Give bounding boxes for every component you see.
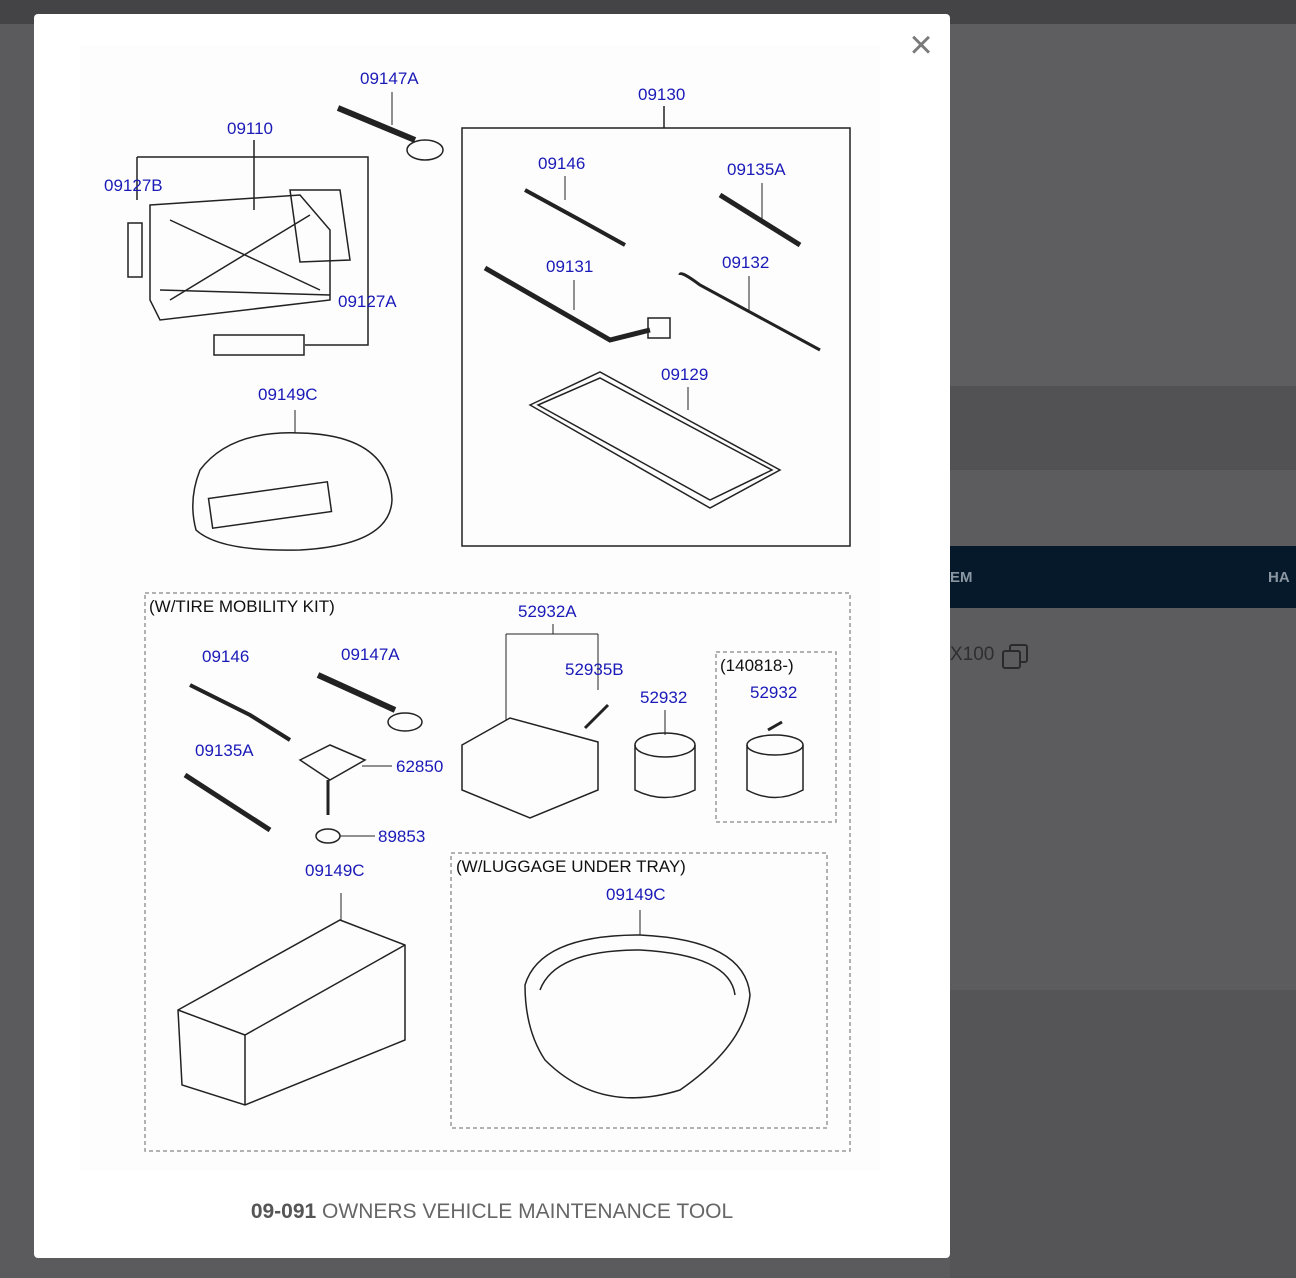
- part-label[interactable]: 09147A: [360, 69, 419, 88]
- part-label[interactable]: 52932: [750, 683, 798, 702]
- part-label[interactable]: 09147A: [341, 645, 400, 664]
- part-label[interactable]: 09146: [202, 647, 250, 666]
- part-label[interactable]: 09127A: [338, 292, 397, 311]
- part-label[interactable]: 09149C: [258, 385, 318, 404]
- column-header: EM: [950, 569, 973, 586]
- part-label[interactable]: 09131: [546, 257, 594, 276]
- image-modal: ×: [34, 14, 950, 1258]
- background-panel: [950, 990, 1296, 1278]
- part-label[interactable]: 09149C: [305, 861, 365, 880]
- column-header: HA: [1268, 569, 1290, 586]
- table-cell: X100: [950, 644, 1029, 669]
- caption-title: OWNERS VEHICLE MAINTENANCE TOOL: [322, 1200, 734, 1223]
- background-band: [950, 386, 1296, 470]
- part-label[interactable]: 89853: [378, 827, 426, 846]
- part-label[interactable]: 09132: [722, 253, 770, 272]
- part-label[interactable]: 09135A: [727, 160, 786, 179]
- section-note: (W/LUGGAGE UNDER TRAY): [456, 857, 686, 876]
- parts-diagram: 09147A 09110 09130 09127B 09146 09135A 0…: [80, 45, 880, 1171]
- background-panel: [950, 24, 1296, 386]
- part-label[interactable]: 09130: [638, 85, 686, 104]
- diagram-caption: 09-091 OWNERS VEHICLE MAINTENANCE TOOL: [34, 1200, 950, 1224]
- section-note: (140818-): [720, 656, 794, 675]
- part-label[interactable]: 09110: [227, 119, 274, 138]
- part-label[interactable]: 09146: [538, 154, 586, 173]
- section-note: (W/TIRE MOBILITY KIT): [149, 597, 335, 616]
- part-label[interactable]: 09127B: [104, 176, 163, 195]
- part-label[interactable]: 09149C: [606, 885, 666, 904]
- background-band: [950, 470, 1296, 546]
- table-header: EM HA: [950, 546, 1296, 608]
- part-label[interactable]: 09129: [661, 365, 709, 384]
- part-number-value: X100: [950, 644, 995, 665]
- table-body: X100: [950, 608, 1296, 990]
- part-label[interactable]: 52935B: [565, 660, 624, 679]
- close-button[interactable]: ×: [909, 23, 933, 67]
- caption-code: 09-091: [250, 1200, 317, 1223]
- part-label[interactable]: 52932: [640, 688, 688, 707]
- copy-icon[interactable]: [1002, 644, 1029, 669]
- part-label[interactable]: 62850: [396, 757, 444, 776]
- part-label[interactable]: 09135A: [195, 741, 254, 760]
- parts-illustration: [127, 92, 851, 1152]
- part-label[interactable]: 52932A: [518, 602, 577, 621]
